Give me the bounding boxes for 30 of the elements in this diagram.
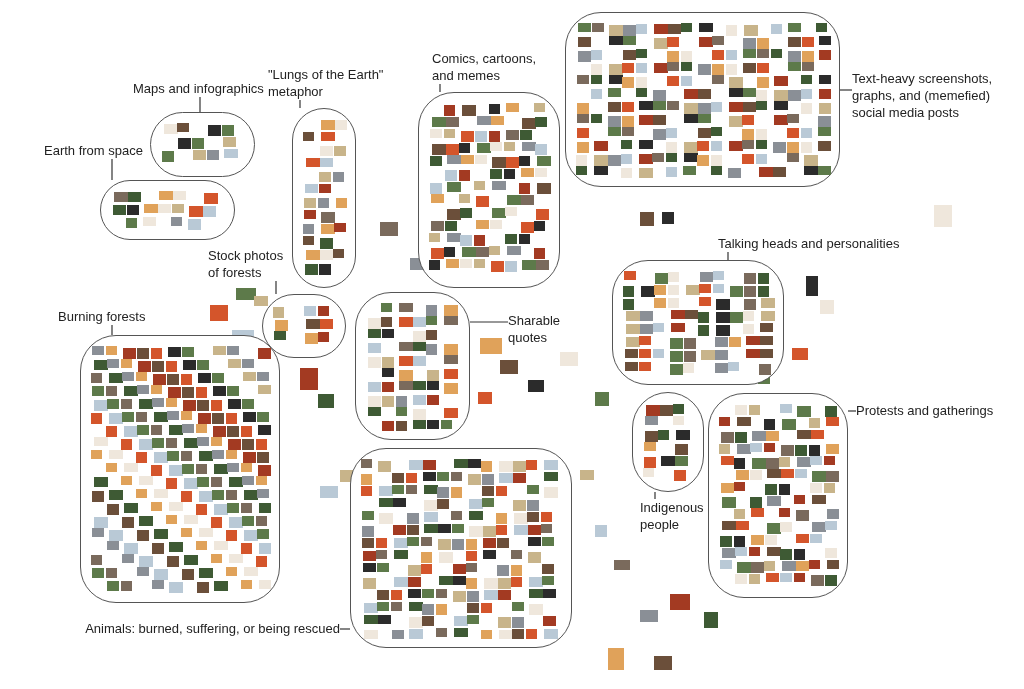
cluster-label: "Lungs of the Earth" metaphor [268, 66, 398, 100]
cluster-label: Earth from space [44, 142, 159, 159]
image-cluster [708, 393, 848, 598]
leader-line [299, 99, 301, 109]
leader-line [111, 324, 113, 336]
cluster-label: Comics, cartoons, and memes [432, 50, 557, 84]
leader-line [199, 96, 201, 113]
cluster-label: Sharable quotes [508, 312, 578, 346]
leader-line [339, 628, 351, 630]
leader-line [469, 321, 509, 323]
image-cluster [100, 180, 235, 240]
leader-line [111, 158, 113, 181]
cluster-label: Burning forests [58, 308, 168, 325]
leader-line [654, 491, 656, 500]
image-cluster [292, 108, 356, 288]
image-cluster [262, 294, 346, 358]
image-cluster [355, 292, 470, 440]
leader-line [839, 89, 853, 91]
cluster-label: Talking heads and personalities [718, 235, 918, 252]
cluster-label: Animals: burned, suffering, or being rescued [78, 620, 340, 637]
leader-line [847, 410, 857, 412]
leader-line [275, 280, 277, 295]
cluster-label: Stock photos of forests [208, 247, 290, 281]
leader-line [727, 251, 729, 261]
cluster-label: Protests and gatherings [856, 402, 1006, 419]
leader-line [439, 83, 441, 93]
image-cluster [418, 92, 560, 288]
cluster-label: Indigenous people [640, 499, 725, 533]
image-cluster [612, 260, 784, 385]
cluster-label: Text-heavy screenshots, graphs, and (memefied) social media posts [852, 70, 1022, 121]
